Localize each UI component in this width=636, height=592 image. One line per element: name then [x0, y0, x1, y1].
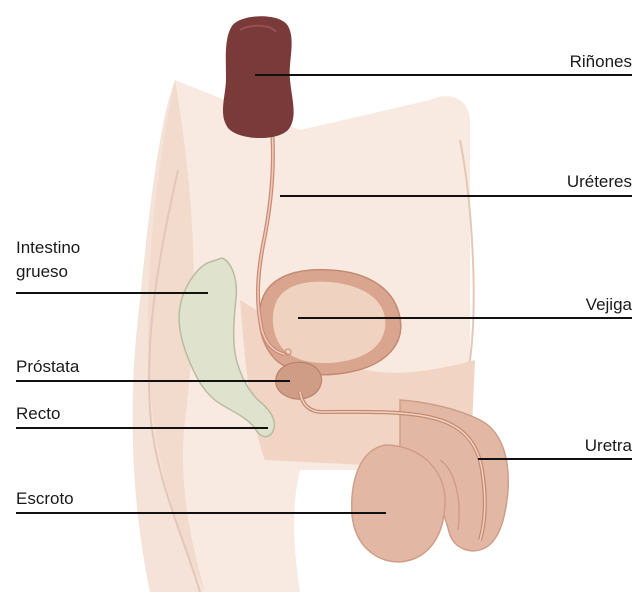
escroto-leader-line [16, 512, 386, 514]
bladder-inner-icon [273, 282, 385, 364]
kidney-icon [223, 16, 294, 138]
label-escroto: Escroto [16, 489, 74, 509]
uretra-leader-line [478, 458, 632, 460]
label-vejiga: Vejiga [586, 295, 632, 315]
label-intestino-line2: grueso [16, 262, 68, 282]
label-ureteres: Uréteres [567, 172, 632, 192]
recto-leader-line [16, 427, 268, 429]
label-intestino-line1: Intestino [16, 238, 80, 258]
prostata-leader-line [16, 380, 290, 382]
ureteres-leader-line [280, 195, 632, 197]
vejiga-leader-line [298, 317, 632, 319]
intestino-leader-line [16, 292, 208, 294]
label-rinones: Riñones [570, 52, 632, 72]
label-prostata: Próstata [16, 357, 79, 377]
label-recto: Recto [16, 404, 60, 424]
rinones-leader-line [255, 74, 632, 76]
label-uretra: Uretra [585, 436, 632, 456]
